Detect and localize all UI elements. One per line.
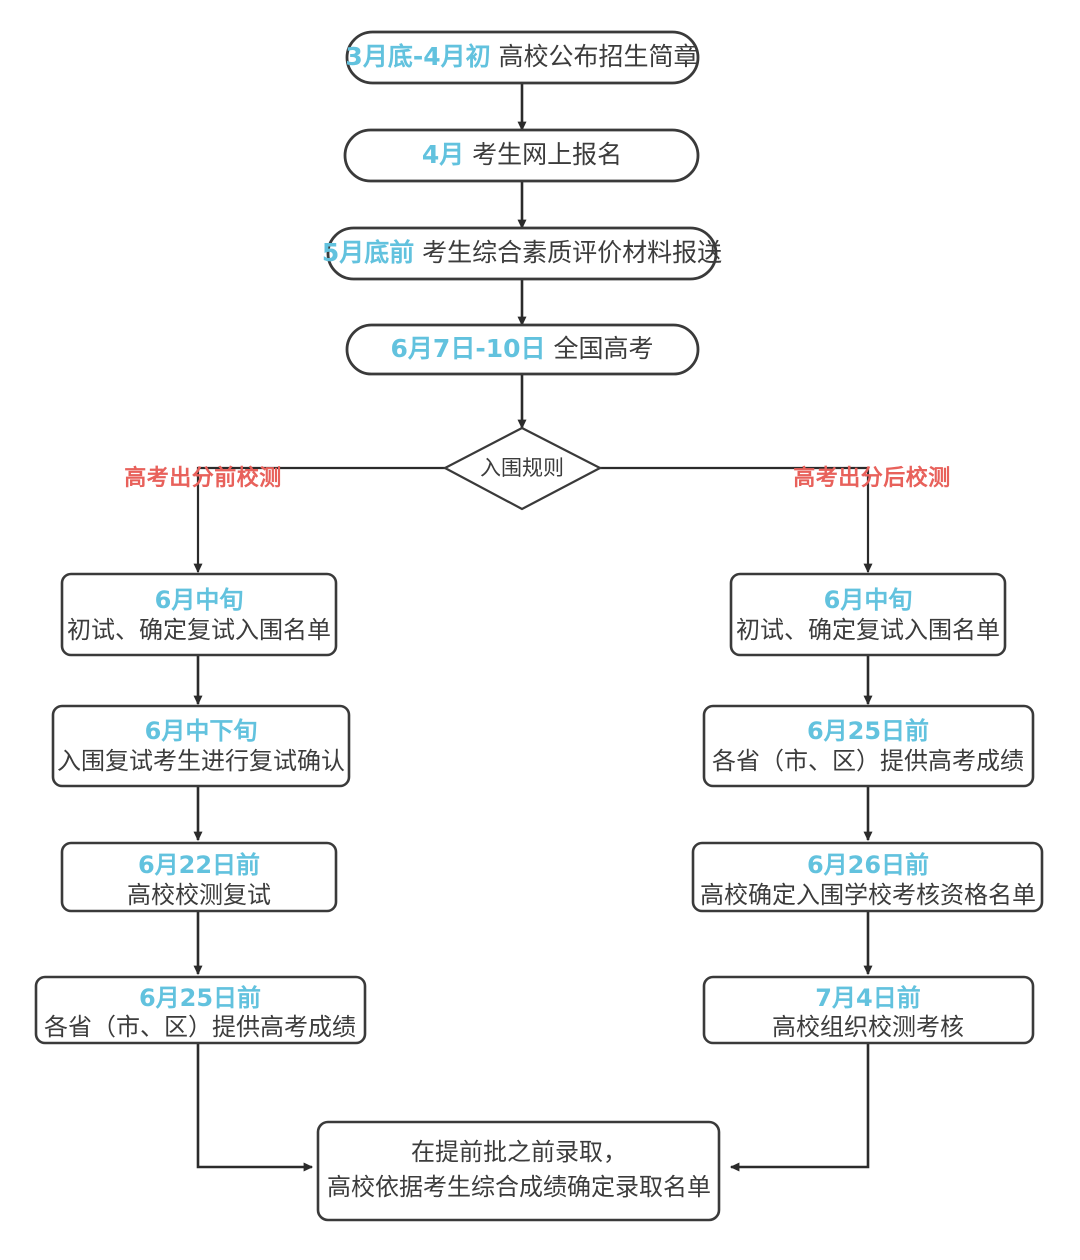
node-date-n3: 5月底前: [322, 238, 414, 267]
node-text-n2: 考生网上报名: [472, 140, 622, 169]
node-shape-l2: [51, 704, 351, 788]
node-label-n1: 3月底-4月初 高校公布招生简章: [345, 42, 698, 71]
node-left-university-retest[interactable]: 6月22日前 高校校测复试: [60, 841, 338, 913]
node-left-provincial-scores[interactable]: 6月25日前 各省（市、区）提供高考成绩: [34, 975, 367, 1045]
node-date-r1: 6月中旬: [824, 586, 913, 614]
node-shape-n3: [326, 226, 718, 281]
branch-label-left-group: 高考出分前校测: [124, 465, 282, 491]
node-date-l1: 6月中旬: [155, 586, 244, 614]
connectors-branch-split: [193, 466, 873, 574]
node-label-n4: 6月7日-10日 全国高考: [391, 334, 654, 363]
node-shape-l3: [60, 841, 338, 913]
node-shape-n4: [345, 323, 700, 376]
node-decision-shortlist-rule[interactable]: 入围规则: [442, 426, 603, 511]
node-date-n1: 3月底-4月初: [345, 42, 490, 71]
branch-label-right: 高考出分后校测: [793, 465, 951, 491]
connector-decision-left: [193, 466, 447, 574]
node-text-n4: 全国高考: [553, 334, 653, 363]
node-date-r3: 6月26日前: [807, 851, 929, 879]
node-text-l1: 初试、确定复试入围名单: [67, 616, 331, 644]
node-text-final-line1: 在提前批之前录取，: [411, 1138, 627, 1166]
node-national-college-exam[interactable]: 6月7日-10日 全国高考: [345, 323, 700, 376]
node-right-preliminary-test[interactable]: 6月中旬 初试、确定复试入围名单: [729, 572, 1007, 657]
node-left-preliminary-test[interactable]: 6月中旬 初试、确定复试入围名单: [60, 572, 338, 657]
node-date-r4: 7月4日前: [815, 984, 920, 1012]
node-shape-decision: [442, 426, 603, 511]
node-left-retest-confirmation[interactable]: 6月中下旬 入围复试考生进行复试确认: [51, 704, 351, 788]
node-text-l4: 各省（市、区）提供高考成绩: [44, 1013, 356, 1041]
branch-label-left: 高考出分前校测: [124, 465, 282, 491]
connector-l4-final: [196, 1043, 314, 1172]
node-final-admission[interactable]: 在提前批之前录取， 高校依据考生综合成绩确定录取名单: [316, 1120, 721, 1222]
branch-label-right-group: 高考出分后校测: [793, 465, 951, 491]
node-date-l2: 6月中下旬: [145, 717, 258, 745]
node-text-n1: 高校公布招生简章: [499, 42, 699, 71]
connector-decision-right: [598, 466, 873, 574]
node-text-r1: 初试、确定复试入围名单: [736, 616, 1000, 644]
node-text-final-line2: 高校依据考生综合成绩确定录取名单: [327, 1173, 711, 1201]
node-date-l4: 6月25日前: [139, 984, 261, 1012]
node-text-n3: 考生综合素质评价材料报送: [422, 238, 722, 267]
node-publish-guidelines[interactable]: 3月底-4月初 高校公布招生简章: [345, 30, 700, 85]
node-online-registration[interactable]: 4月 考生网上报名: [343, 128, 700, 183]
node-right-qualified-list[interactable]: 6月26日前 高校确定入围学校考核资格名单: [691, 841, 1044, 913]
node-shape-r3: [691, 841, 1044, 913]
node-shape-n2: [343, 128, 700, 183]
node-shape-l1: [60, 572, 338, 657]
node-text-r3: 高校确定入围学校考核资格名单: [700, 881, 1036, 909]
node-date-n2: 4月: [422, 140, 464, 169]
node-text-l2: 入围复试考生进行复试确认: [57, 747, 345, 775]
node-label-n2: 4月 考生网上报名: [422, 140, 622, 169]
node-date-n4: 6月7日-10日: [391, 334, 546, 363]
node-date-l3: 6月22日前: [138, 851, 260, 879]
connector-r4-final: [729, 1043, 870, 1172]
node-text-r2: 各省（市、区）提供高考成绩: [712, 747, 1024, 775]
connectors-left-column: [193, 655, 314, 1172]
node-shape-l4: [34, 975, 367, 1045]
node-shape-r4: [702, 975, 1035, 1045]
node-text-decision: 入围规则: [480, 456, 564, 480]
node-date-r2: 6月25日前: [807, 717, 929, 745]
node-quality-evaluation-materials[interactable]: 5月底前 考生综合素质评价材料报送: [322, 226, 722, 281]
node-right-provincial-scores[interactable]: 6月25日前 各省（市、区）提供高考成绩: [702, 704, 1035, 788]
node-shape-n1: [345, 30, 700, 85]
node-shape-r2: [702, 704, 1035, 788]
node-text-r4: 高校组织校测考核: [772, 1013, 964, 1041]
node-right-university-assessment[interactable]: 7月4日前 高校组织校测考核: [702, 975, 1035, 1045]
node-text-l3: 高校校测复试: [127, 881, 271, 909]
connectors-right-column: [729, 655, 873, 1172]
node-shape-r1: [729, 572, 1007, 657]
node-shape-final: [316, 1120, 721, 1222]
node-label-n3: 5月底前 考生综合素质评价材料报送: [322, 238, 722, 267]
